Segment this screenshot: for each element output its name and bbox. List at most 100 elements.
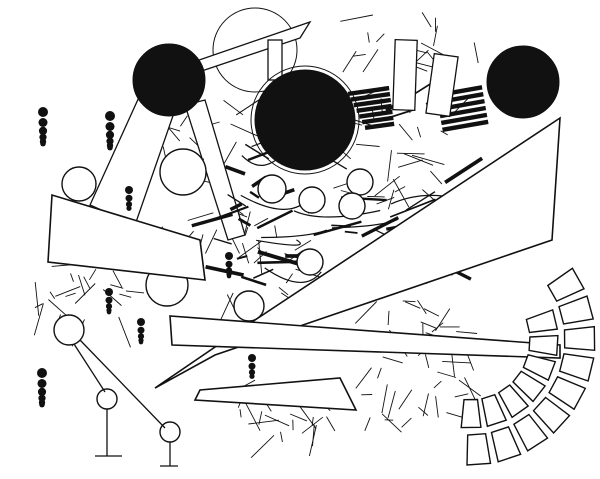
bead: [38, 107, 48, 117]
bead: [105, 130, 115, 139]
pendulum-lines: [73, 339, 178, 467]
open-circle-1: [159, 148, 207, 196]
hatch-stroke: [433, 25, 438, 47]
hatch-stroke: [244, 400, 261, 431]
hatch-stroke: [49, 291, 56, 300]
hatch-stroke: [112, 270, 123, 288]
hatch-stroke: [423, 308, 440, 317]
hatch-stroke: [392, 178, 410, 208]
hatch-stroke: [456, 331, 478, 334]
hatch-stroke: [352, 53, 366, 57]
hatch-stroke: [387, 150, 392, 182]
hatch-stroke: [398, 389, 413, 410]
hatch-stroke: [387, 390, 396, 419]
machinery-bar: [361, 216, 400, 238]
hatch-stroke: [280, 431, 283, 442]
bead: [105, 111, 115, 121]
hatch-stroke: [431, 322, 444, 333]
open-circle-3: [257, 174, 287, 204]
machinery-curve: [264, 267, 322, 284]
arc-block: [532, 396, 571, 435]
hatch-stroke: [458, 379, 481, 397]
hatch-stroke: [411, 154, 445, 166]
open-circle-6: [338, 192, 366, 220]
bead: [137, 318, 145, 326]
pendulum-arm-1: [79, 339, 166, 429]
hatch-stroke: [398, 159, 423, 168]
machinery-bar: [313, 220, 362, 237]
striped-bar: [440, 112, 488, 126]
hatch-stroke: [289, 413, 308, 422]
hatch-stroke: [34, 282, 40, 316]
bead: [137, 326, 145, 334]
bead: [227, 274, 231, 278]
bead: [225, 260, 233, 268]
hatch-stroke: [308, 425, 317, 457]
hatch-stroke: [420, 42, 447, 57]
black-circle-right: [486, 45, 560, 119]
large-black-circles: [132, 43, 560, 175]
hatch-stroke: [119, 293, 132, 298]
bead: [248, 354, 256, 362]
hatch-stroke: [440, 130, 448, 136]
plane-lower-blade: [193, 377, 358, 411]
hatch-stroke: [326, 416, 336, 432]
hatch-stroke: [250, 434, 275, 459]
hatch-stroke: [294, 240, 312, 251]
hatch-stroke: [33, 303, 44, 336]
open-circles: [53, 148, 374, 443]
arc-block: [546, 267, 585, 302]
hatch-stroke: [442, 360, 471, 364]
hatch-stroke: [418, 406, 429, 416]
machinery-bar: [249, 190, 260, 199]
arc-block: [558, 295, 595, 325]
outline-circle-top: [212, 7, 298, 93]
black-circle-center: [254, 69, 356, 171]
hatch-stroke: [55, 286, 81, 297]
hatch-stroke: [34, 303, 43, 309]
hatch-stroke: [473, 42, 479, 64]
hatch-stroke: [83, 276, 91, 290]
open-circle-4: [298, 186, 326, 214]
plane-horizontal-bar: [169, 315, 561, 359]
bead: [38, 126, 48, 135]
bead: [249, 373, 255, 379]
bead: [105, 296, 113, 304]
hatch-stroke: [387, 310, 390, 326]
arc-block: [481, 393, 508, 428]
hatch-stroke: [430, 170, 443, 185]
hatch-stroke: [435, 396, 439, 418]
machinery-bar: [240, 275, 267, 287]
machinery-curve: [256, 239, 301, 246]
bead: [37, 379, 47, 388]
hatch-stroke: [340, 190, 351, 194]
bead: [107, 144, 113, 151]
arc-block: [460, 398, 482, 429]
hatch-stroke: [377, 367, 382, 379]
hatch-stroke: [454, 393, 469, 398]
bead: [125, 201, 133, 208]
arc-block: [512, 413, 549, 452]
bead: [225, 267, 233, 274]
hatch-stroke: [254, 217, 269, 227]
white-planes: [47, 116, 561, 411]
hatch-stroke: [285, 273, 293, 284]
arc-block: [497, 384, 530, 419]
open-circle-5: [346, 168, 374, 196]
hatch-stroke: [382, 356, 403, 364]
striped-bar: [439, 105, 487, 119]
hatch-stroke: [89, 268, 97, 281]
hatch-stroke: [180, 115, 188, 127]
hatch-stroke: [125, 290, 145, 294]
bead: [37, 387, 47, 396]
machinery-bar: [236, 255, 248, 260]
segmented-arc-blocks: [460, 267, 596, 466]
machinery-bar: [229, 202, 243, 212]
open-circle-2: [61, 166, 97, 202]
vertical-slab-3: [267, 39, 283, 81]
open-circle-9: [53, 314, 85, 346]
bead: [40, 400, 44, 405]
hatch-stroke: [354, 301, 378, 324]
hatch-stroke: [464, 377, 477, 403]
bead: [248, 362, 256, 370]
